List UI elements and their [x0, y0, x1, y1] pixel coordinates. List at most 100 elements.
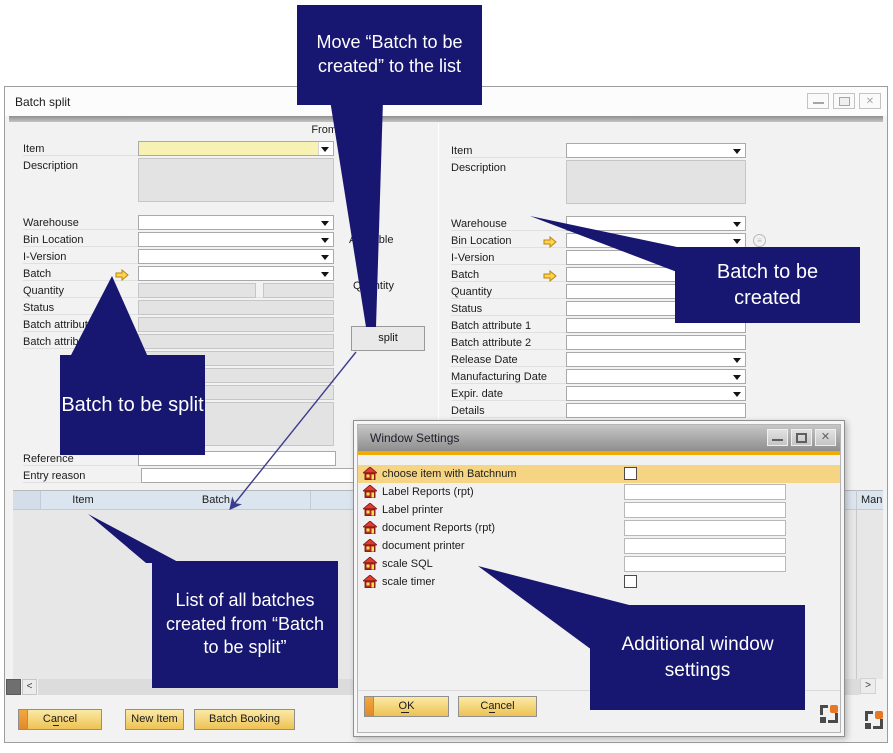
callout-text: Move “Batch to be created” to the list: [316, 32, 463, 76]
cancel-button[interactable]: Cancel: [18, 709, 102, 730]
callout-text: Additional window settings: [621, 634, 774, 681]
left-bin-location-label: Bin Location: [23, 234, 84, 246]
left-status-label: Status: [23, 302, 55, 314]
right-bin-location-select[interactable]: [566, 233, 746, 248]
right-quantity-label: Quantity: [451, 286, 492, 298]
house-icon: [361, 466, 379, 480]
button-accent-block: [19, 710, 28, 729]
col-header-item[interactable]: Item: [72, 494, 94, 506]
left-bin-location-select[interactable]: [138, 232, 334, 247]
details-input[interactable]: [566, 403, 746, 418]
ok-button-label: OK: [398, 700, 415, 712]
dialog-resize-expand-icon[interactable]: [820, 705, 838, 723]
expir-date-select[interactable]: [566, 386, 746, 401]
right-batch-attr2-label: Batch attribute 2: [451, 337, 532, 349]
release-date-select[interactable]: [566, 352, 746, 367]
house-icon: [361, 520, 379, 534]
toolbar-strip: [9, 116, 883, 122]
button-accent-block: [365, 697, 374, 716]
settings-row: Label Reports (rpt): [358, 483, 840, 501]
scroll-left-icon: <: [26, 681, 33, 692]
dialog-title-bar[interactable]: Window Settings ✕: [358, 425, 840, 451]
left-batch-select[interactable]: [138, 266, 334, 281]
settings-row: document printer: [358, 537, 840, 555]
window-title: Batch split: [15, 95, 71, 109]
left-batch-attr1-label: Batch attribute 1: [23, 319, 104, 331]
scroll-right-icon: >: [865, 680, 871, 691]
dropdown-icon: [733, 358, 741, 363]
dropdown-icon: [733, 239, 741, 244]
left-quantity-field: [138, 283, 256, 298]
close-icon: ✕: [865, 96, 875, 107]
minimize-icon: [813, 102, 824, 104]
dropdown-icon: [321, 272, 329, 277]
dialog-maximize-button[interactable]: [791, 429, 812, 446]
right-i-version-label: I-Version: [451, 252, 495, 264]
label-reports-input[interactable]: [624, 484, 786, 500]
callout-list-of-batches: List of all batches created from “Batch …: [152, 561, 338, 688]
scale-sql-input[interactable]: [624, 556, 786, 572]
release-date-label: Release Date: [451, 354, 518, 366]
left-i-version-label: I-Version: [23, 251, 67, 263]
minimize-button[interactable]: [807, 93, 829, 109]
manufacturing-date-label: Manufacturing Date: [451, 371, 547, 383]
batch-booking-button[interactable]: Batch Booking: [194, 709, 295, 730]
hscrollbar-grip[interactable]: [6, 679, 21, 695]
right-batch-attr2-input[interactable]: [566, 335, 746, 350]
left-warehouse-select[interactable]: [138, 215, 334, 230]
dropdown-icon: [321, 221, 329, 226]
entry-reason-label: Entry reason: [23, 470, 86, 482]
settings-row: scale timer: [358, 573, 840, 591]
document-reports-input[interactable]: [624, 520, 786, 536]
link-arrow-icon[interactable]: [115, 268, 129, 282]
right-item-select[interactable]: [566, 143, 746, 158]
col-header-batch[interactable]: Batch: [201, 494, 231, 506]
new-item-button[interactable]: New Item: [125, 709, 184, 730]
link-arrow-icon[interactable]: [543, 269, 557, 283]
col-header-man[interactable]: Man: [861, 494, 883, 506]
setting-label: choose item with Batchnum: [382, 468, 517, 480]
choose-item-checkbox[interactable]: [624, 467, 637, 480]
settings-row: scale SQL: [358, 555, 840, 573]
details-label: Details: [451, 405, 485, 417]
left-status-field: [138, 300, 334, 315]
left-description-box: [138, 158, 334, 202]
split-button[interactable]: split: [351, 326, 425, 351]
scale-timer-checkbox[interactable]: [624, 575, 637, 588]
total-label: Total: [357, 197, 381, 209]
dropdown-icon: [321, 147, 329, 152]
setting-label: scale timer: [382, 576, 436, 588]
scroll-right-button[interactable]: >: [860, 678, 876, 694]
link-arrow-icon[interactable]: [543, 235, 557, 249]
resize-expand-icon[interactable]: [865, 711, 883, 729]
callout-text: Batch to be split: [61, 393, 204, 416]
close-button[interactable]: ✕: [859, 93, 881, 109]
house-icon: [361, 484, 379, 498]
dialog-cancel-button[interactable]: Cancel: [458, 696, 537, 717]
left-item-label: Item: [23, 143, 45, 155]
dialog-ok-button[interactable]: OK: [364, 696, 449, 717]
setting-label: document Reports (rpt): [382, 522, 496, 534]
right-status-label: Status: [451, 303, 483, 315]
left-i-version-select[interactable]: [138, 249, 334, 264]
setting-label: scale SQL: [382, 558, 433, 570]
quantity-value: 0: [369, 294, 377, 306]
label-printer-input[interactable]: [624, 502, 786, 518]
dialog-minimize-button[interactable]: [767, 429, 788, 446]
document-printer-input[interactable]: [624, 538, 786, 554]
dropdown-icon: [733, 392, 741, 397]
list-circle-icon[interactable]: ≡: [753, 234, 766, 247]
scroll-left-button[interactable]: <: [22, 679, 37, 695]
maximize-button[interactable]: [833, 93, 855, 109]
manufacturing-date-select[interactable]: [566, 369, 746, 384]
left-item-select[interactable]: [138, 141, 334, 156]
right-batch-attr1-label: Batch attribute 1: [451, 320, 532, 332]
settings-row-highlighted[interactable]: choose item with Batchnum: [358, 465, 840, 483]
minimize-icon: [772, 439, 783, 441]
panel-divider: [438, 123, 439, 485]
callout-additional-settings: Additional window settings: [590, 605, 805, 710]
callout-move-to-list: Move “Batch to be created” to the list: [297, 5, 482, 105]
dialog-close-button[interactable]: ✕: [815, 429, 836, 446]
right-warehouse-select[interactable]: [566, 216, 746, 231]
right-warehouse-label: Warehouse: [451, 218, 507, 230]
